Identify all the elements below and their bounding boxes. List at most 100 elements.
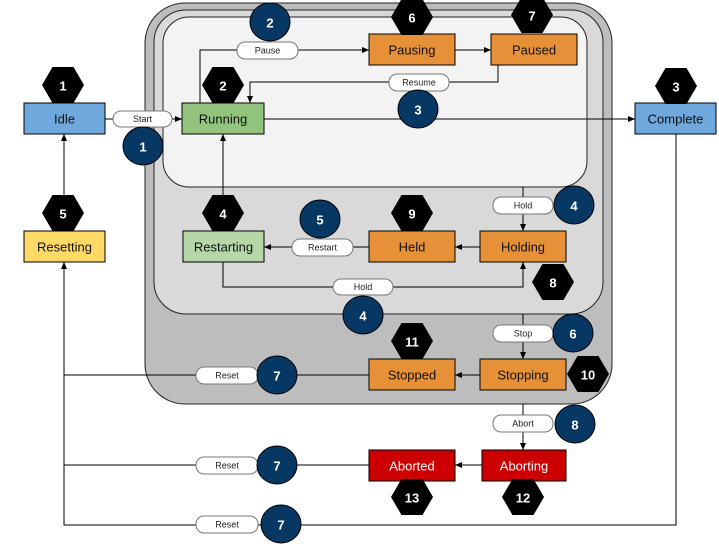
- transition-label: Hold: [514, 201, 533, 211]
- transition-hold-top[interactable]: Hold: [492, 196, 554, 215]
- transition-label: Reset: [215, 461, 239, 471]
- state-label: Resetting: [37, 240, 92, 255]
- transition-label: Stop: [514, 329, 533, 339]
- state-number: 10: [581, 368, 595, 383]
- state-label: Idle: [54, 112, 75, 127]
- state-number-hexagon-aborted: 13: [391, 479, 433, 515]
- transition-number-circle-stop: 6: [552, 313, 594, 353]
- state-label: Aborted: [389, 459, 435, 474]
- transition-reset-stopped[interactable]: Reset: [195, 366, 259, 385]
- state-number-hexagon-idle: 1: [42, 67, 84, 103]
- state-number: 6: [408, 11, 415, 26]
- state-number-hexagon-running: 2: [202, 67, 244, 103]
- transition-number: 8: [571, 418, 578, 433]
- state-number-hexagon-complete: 3: [655, 68, 697, 104]
- transition-number-circle-resume: 3: [397, 89, 439, 129]
- state-holding[interactable]: Holding: [479, 230, 567, 263]
- state-number: 3: [672, 80, 679, 95]
- transition-number: 7: [273, 459, 280, 474]
- state-running[interactable]: Running: [181, 102, 265, 135]
- transition-label: Abort: [512, 419, 534, 429]
- transition-restart[interactable]: Restart: [291, 238, 354, 257]
- transition-number-circle-start: 1: [122, 126, 164, 166]
- state-number: 12: [516, 491, 530, 506]
- transition-label: Reset: [215, 371, 239, 381]
- edge-complete-resetting: [61, 134, 677, 526]
- state-idle[interactable]: Idle: [23, 102, 106, 135]
- transition-number: 4: [570, 199, 578, 214]
- transition-label: Restart: [308, 243, 338, 253]
- state-number: 9: [408, 207, 415, 222]
- state-number-hexagon-resetting: 5: [42, 195, 84, 231]
- transition-number: 3: [414, 103, 421, 118]
- state-number: 2: [219, 79, 226, 94]
- transition-number: 1: [139, 140, 146, 155]
- transition-number-circle-restart: 5: [299, 199, 341, 239]
- state-number: 8: [549, 276, 556, 291]
- transition-number-circle-hold-bottom: 4: [342, 295, 384, 335]
- state-number-hexagon-restarting: 4: [202, 195, 244, 231]
- state-number-hexagon-stopped: 11: [391, 323, 433, 359]
- transition-number: 7: [277, 518, 284, 533]
- state-restarting[interactable]: Restarting: [182, 230, 265, 263]
- state-number: 13: [405, 491, 419, 506]
- state-label: Complete: [648, 112, 704, 127]
- transition-number-circle-hold-top: 4: [553, 185, 595, 225]
- transition-number: 6: [569, 327, 576, 342]
- transition-pause[interactable]: Pause: [236, 41, 299, 60]
- transition-number-circle-reset-complete: 7: [260, 504, 302, 544]
- transition-number-circle-reset-stopped: 7: [256, 355, 298, 395]
- state-number: 4: [219, 207, 227, 222]
- transition-reset-aborted[interactable]: Reset: [195, 456, 259, 475]
- state-label: Stopping: [497, 368, 548, 383]
- transition-abort[interactable]: Abort: [492, 414, 554, 433]
- state-label: Paused: [512, 43, 556, 58]
- state-stopping[interactable]: Stopping: [479, 358, 567, 391]
- state-label: Stopped: [388, 368, 436, 383]
- state-label: Held: [399, 240, 426, 255]
- transition-label: Pause: [255, 46, 281, 56]
- transition-label: Reset: [215, 520, 239, 530]
- transition-label: Hold: [354, 282, 373, 292]
- state-complete[interactable]: Complete: [634, 102, 717, 135]
- state-held[interactable]: Held: [368, 230, 456, 263]
- state-number-hexagon-paused: 7: [511, 0, 553, 33]
- state-number-hexagon-stopping: 10: [567, 356, 609, 392]
- state-number: 5: [59, 207, 66, 222]
- edge-paused-running: [247, 65, 499, 103]
- transition-resume[interactable]: Resume: [388, 73, 450, 92]
- state-label: Holding: [501, 240, 545, 255]
- state-label: Pausing: [389, 43, 436, 58]
- transition-reset-complete[interactable]: Reset: [195, 515, 259, 534]
- transition-label: Resume: [402, 78, 436, 88]
- state-number: 7: [528, 9, 535, 24]
- transition-number: 7: [273, 369, 280, 384]
- state-stopped[interactable]: Stopped: [368, 358, 456, 391]
- state-number: 1: [59, 79, 66, 94]
- state-number-hexagon-pausing: 6: [391, 0, 433, 35]
- edge-running-pausing: [199, 47, 369, 103]
- transition-number: 2: [266, 16, 273, 31]
- state-number-hexagon-holding: 8: [532, 264, 574, 300]
- transition-number: 5: [316, 213, 323, 228]
- transition-stop[interactable]: Stop: [492, 324, 554, 343]
- state-number-hexagon-held: 9: [391, 195, 433, 231]
- transition-number-circle-reset-aborted: 7: [256, 445, 298, 485]
- transition-number: 4: [359, 309, 367, 324]
- transition-label: Start: [133, 114, 153, 124]
- edges: [61, 47, 677, 526]
- state-number: 11: [405, 335, 419, 350]
- state-label: Restarting: [194, 240, 253, 255]
- state-paused[interactable]: Paused: [490, 33, 578, 66]
- transition-hold-bottom[interactable]: Hold: [332, 278, 394, 296]
- state-label: Running: [199, 112, 247, 127]
- state-label: Aborting: [500, 459, 548, 474]
- state-resetting[interactable]: Resetting: [23, 230, 106, 263]
- transition-start[interactable]: Start: [112, 110, 173, 128]
- state-number-hexagon-aborting: 12: [502, 479, 544, 515]
- state-aborting[interactable]: Aborting: [481, 449, 567, 482]
- state-aborted[interactable]: Aborted: [368, 449, 456, 482]
- state-pausing[interactable]: Pausing: [368, 33, 456, 66]
- transition-number-circle-pause: 2: [249, 2, 291, 42]
